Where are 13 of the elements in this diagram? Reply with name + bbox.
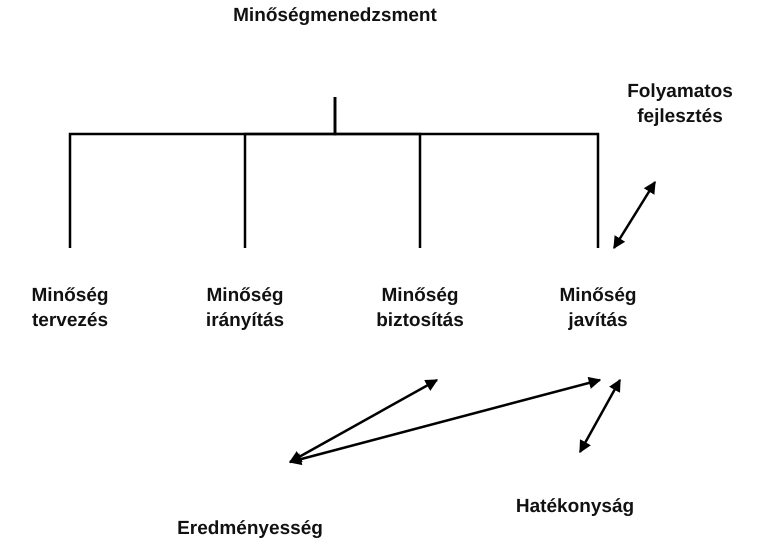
double-arrow: [288, 378, 438, 464]
node-label: Minőség irányítás: [204, 284, 286, 333]
double-arrow: [288, 376, 602, 466]
node-label: Eredményesség: [176, 517, 324, 542]
node-label: Hatékonyság: [514, 495, 636, 520]
node-label: Minőség biztosítás: [375, 284, 465, 333]
node-label: Minőségmenedzsment: [232, 4, 438, 28]
node-label: Minőség tervezés: [30, 284, 110, 333]
double-arrow: [578, 378, 622, 454]
double-arrow: [612, 180, 656, 250]
tree-connector: [334, 97, 600, 248]
node-label: Minőség javítás: [558, 284, 638, 333]
node-label: Folyamatos fejlesztés: [626, 80, 734, 129]
